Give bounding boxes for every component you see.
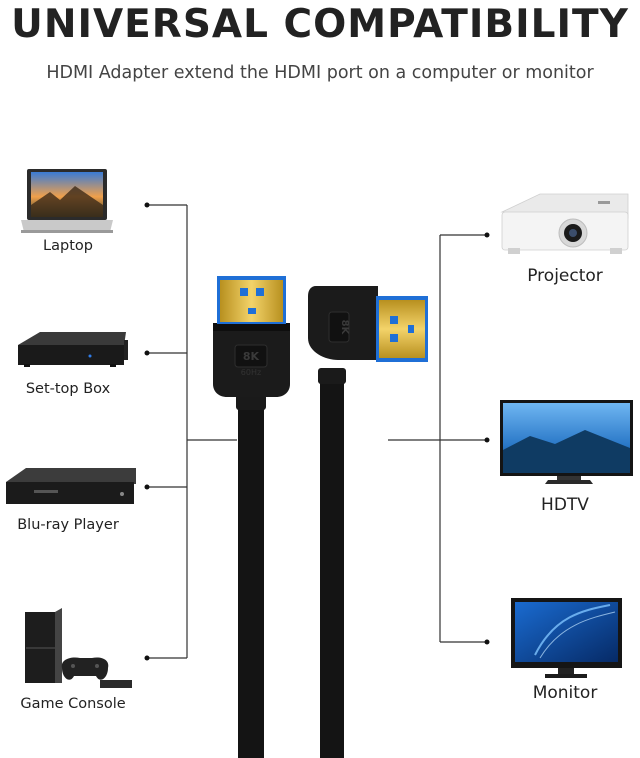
right-angle-connector-badge: 8K <box>339 320 350 336</box>
hdtv-icon <box>500 400 633 484</box>
monitor-icon <box>511 598 622 678</box>
device-label-game-console: Game Console <box>20 696 126 712</box>
laptop-icon <box>21 169 113 233</box>
projector-icon <box>500 193 629 254</box>
device-label-laptop: Laptop <box>43 238 93 254</box>
left-bracket-dots <box>144 202 150 661</box>
left-bracket-lines <box>147 204 237 659</box>
page-subtitle: HDMI Adapter extend the HDMI port on a c… <box>46 63 594 83</box>
device-label-hdtv: HDTV <box>541 495 589 515</box>
right-bracket-lines <box>388 234 487 643</box>
right-bracket-dots <box>484 232 490 645</box>
straight-hdmi-connector: 8K 60Hz <box>213 276 290 758</box>
straight-connector-hz: 60Hz <box>241 368 261 377</box>
game-console-icon <box>25 608 132 688</box>
right-angle-hdmi-connector: 8K <box>308 286 428 758</box>
straight-connector-badge: 8K <box>243 350 260 363</box>
blu-ray-player-icon <box>6 468 136 504</box>
device-label-projector: Projector <box>527 266 603 286</box>
device-label-blu-ray-player: Blu-ray Player <box>17 517 119 533</box>
page-title: UNIVERSAL COMPATIBILITY <box>11 2 629 47</box>
set-top-box-icon <box>18 332 128 367</box>
device-label-monitor: Monitor <box>532 683 598 703</box>
device-label-set-top-box: Set-top Box <box>25 381 111 397</box>
